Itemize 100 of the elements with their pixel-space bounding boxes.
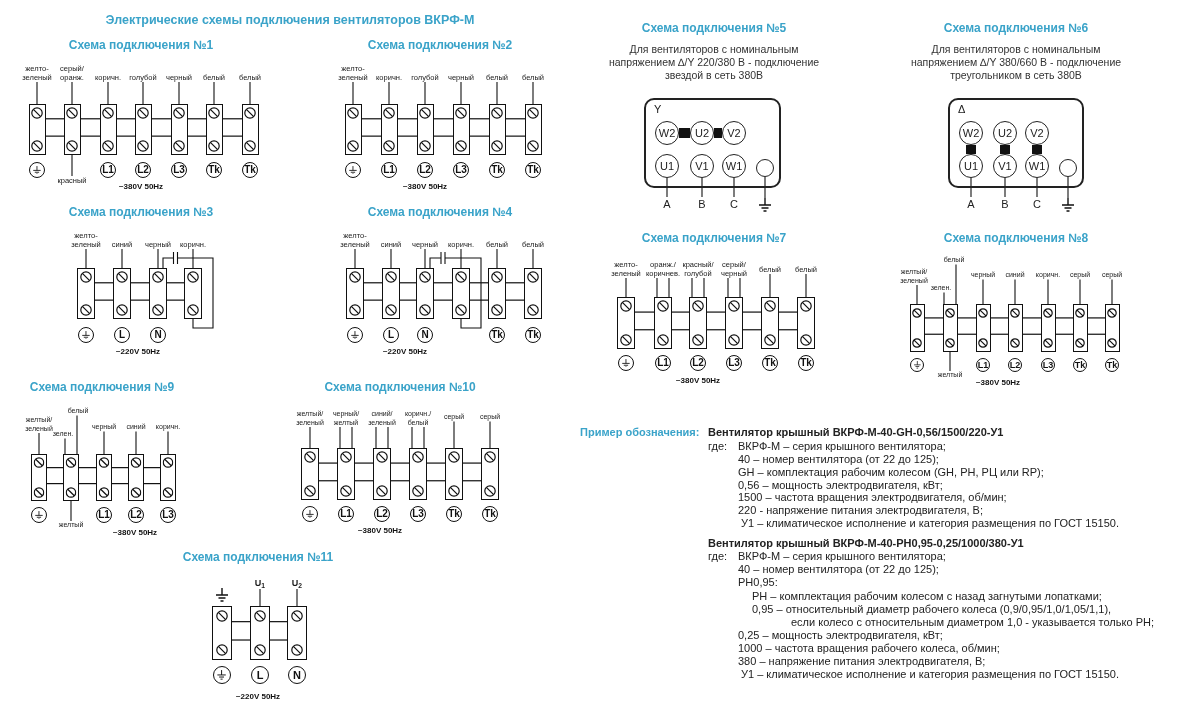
wire bbox=[339, 426, 341, 449]
terminal-marker: L1 bbox=[338, 506, 354, 522]
wire bbox=[625, 277, 627, 298]
terminal-block bbox=[170, 104, 188, 155]
designation-example-heading: Пример обозначения: bbox=[580, 425, 700, 439]
wire bbox=[423, 426, 425, 449]
wire bbox=[769, 273, 771, 298]
terminal-block bbox=[63, 104, 81, 155]
terminal-marker: L3 bbox=[726, 355, 742, 371]
phase-label: B bbox=[1001, 197, 1009, 211]
terminal-block bbox=[416, 104, 434, 155]
winding-terminal: U1 bbox=[959, 154, 983, 178]
designation-explanation-line: 0,95 – относительный диаметр рабочего колеса (0,9/0,95/1,0/1,05/1,1), bbox=[752, 602, 1112, 616]
jumper-bar bbox=[714, 128, 722, 138]
designation-explanation-line: PH0,95: bbox=[738, 575, 778, 589]
terminal-block bbox=[77, 268, 95, 319]
designation-explanation-line: ВКРФ-М – серия крышного вентилятора; bbox=[738, 549, 946, 563]
terminal-block bbox=[488, 268, 506, 319]
terminal-marker: L bbox=[383, 327, 399, 343]
designation-explanation-line: если колесо с относительным диаметром 1,0 - указывается только PH; bbox=[791, 615, 1154, 629]
terminal-marker: L3 bbox=[1041, 358, 1055, 372]
wire bbox=[213, 81, 215, 105]
supply-voltage-label: ~380V 50Hz bbox=[402, 182, 448, 192]
wire bbox=[121, 248, 123, 269]
designation-explanation-line: 1500 – частота вращения электродвигателя, об/мин; bbox=[738, 490, 1007, 504]
terminal-marker: L2 bbox=[690, 355, 706, 371]
terminal-marker: L bbox=[251, 666, 269, 684]
terminal-marker: Tk bbox=[482, 506, 498, 522]
wire bbox=[1004, 177, 1006, 198]
wire bbox=[970, 177, 972, 198]
wire bbox=[38, 432, 40, 455]
terminal-block bbox=[134, 104, 152, 155]
wire bbox=[309, 426, 311, 449]
wire bbox=[351, 426, 353, 449]
terminal-marker: L3 bbox=[453, 162, 469, 178]
terminal-block bbox=[382, 268, 400, 319]
terminal-block bbox=[380, 104, 398, 155]
wire bbox=[36, 81, 38, 105]
terminal-block bbox=[160, 454, 176, 501]
wire bbox=[666, 177, 668, 198]
terminal-block bbox=[337, 448, 355, 500]
capacitor-wire bbox=[162, 251, 214, 329]
wire bbox=[259, 588, 261, 607]
terminal-block bbox=[250, 606, 270, 660]
scheme-heading: Схема подключения №2 bbox=[367, 38, 513, 52]
winding-terminal: U2 bbox=[993, 121, 1017, 145]
supply-voltage-label: ~220V 50Hz bbox=[235, 692, 281, 702]
wire bbox=[764, 176, 766, 199]
wire bbox=[157, 248, 159, 269]
wire bbox=[668, 277, 670, 298]
terminal-block bbox=[31, 454, 47, 501]
terminal-block bbox=[346, 268, 364, 319]
wire bbox=[354, 248, 356, 269]
phase-label: C bbox=[730, 197, 738, 211]
scheme-heading: Схема подключения №1 bbox=[68, 38, 214, 52]
winding-terminal: U2 bbox=[690, 121, 714, 145]
terminal-block bbox=[909, 304, 925, 352]
wire bbox=[805, 273, 807, 298]
winding-terminal: V2 bbox=[722, 121, 746, 145]
supply-voltage-label: ~380V 50Hz bbox=[112, 528, 158, 538]
terminal-marker: L1 bbox=[655, 355, 671, 371]
terminal-block bbox=[797, 297, 815, 349]
terminal-block bbox=[63, 454, 79, 501]
terminal-block bbox=[725, 297, 743, 349]
wire bbox=[453, 420, 455, 449]
terminal-block bbox=[205, 104, 223, 155]
terminal-marker: L1 bbox=[100, 162, 116, 178]
terminal-marker: Tk bbox=[489, 162, 505, 178]
wire bbox=[178, 81, 180, 105]
supply-voltage-label: ~380V 50Hz bbox=[975, 378, 1021, 388]
terminal-marker: L3 bbox=[410, 506, 426, 522]
terminal-marker: Tk bbox=[206, 162, 222, 178]
terminal-block bbox=[241, 104, 259, 155]
designation-explanation-line: 220 - напряжение питания электродвигателя, В; bbox=[738, 503, 983, 517]
wire bbox=[135, 430, 137, 455]
wire bbox=[701, 177, 703, 198]
wire bbox=[411, 426, 413, 449]
terminal-block bbox=[654, 297, 672, 349]
designation-explanation-line: где: bbox=[708, 439, 728, 453]
terminal-marker: L2 bbox=[417, 162, 433, 178]
terminal-block bbox=[1040, 304, 1056, 352]
terminal-block bbox=[488, 104, 506, 155]
terminal-block bbox=[99, 104, 117, 155]
phase-label: C bbox=[1033, 197, 1041, 211]
wire bbox=[167, 430, 169, 455]
terminal-block bbox=[373, 448, 391, 500]
terminal-block bbox=[212, 606, 232, 660]
fan-designation-code: Вентилятор крышный ВКРФ-М-40-GH-0,56/1500/220-У1 bbox=[708, 425, 1004, 439]
wire bbox=[142, 81, 144, 105]
wire bbox=[107, 81, 109, 105]
terminal-marker: N bbox=[417, 327, 433, 343]
terminal-block bbox=[184, 268, 202, 319]
terminal-block bbox=[287, 606, 307, 660]
capacitor-wire bbox=[429, 251, 482, 329]
scheme-heading: Схема подключения №3 bbox=[68, 205, 214, 219]
wire bbox=[1079, 278, 1081, 305]
scheme-description: Для вентиляторов с номинальным напряжением ∆/Y 380/660 В - подключение треугольником в сеть 380В bbox=[909, 43, 1123, 82]
terminal-marker: L1 bbox=[381, 162, 397, 178]
terminal-block bbox=[452, 268, 470, 319]
terminal-marker: Tk bbox=[525, 162, 541, 178]
